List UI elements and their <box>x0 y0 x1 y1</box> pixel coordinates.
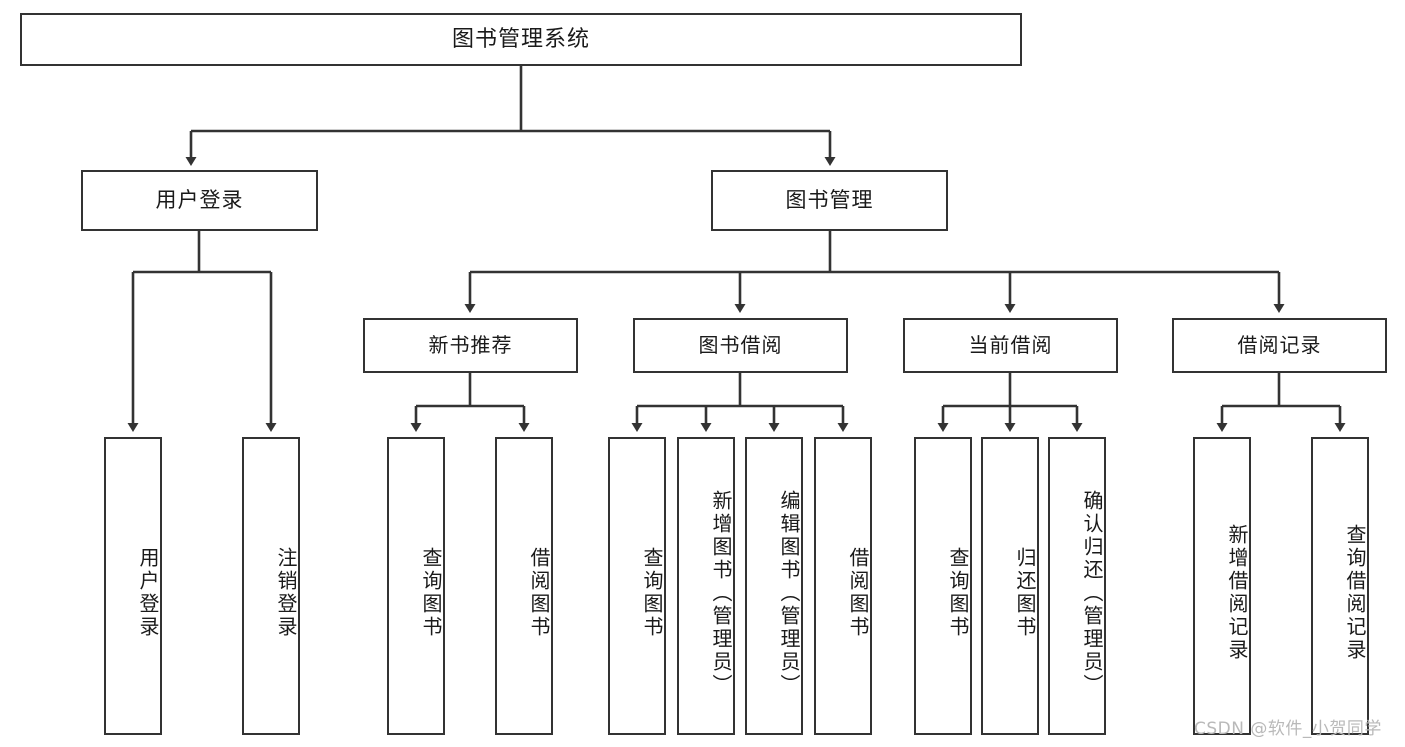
leaf-borrow-query-book[interactable]: 查询图书 <box>608 437 666 735</box>
leaf-recommend-borrow-book[interactable]: 借阅图书 <box>495 437 553 735</box>
leaf-record-query-borrow-record[interactable]: 查询借阅记录 <box>1311 437 1369 735</box>
node-book-borrow[interactable]: 图书借阅 <box>633 318 848 373</box>
leaf-current-return-book[interactable]: 归还图书 <box>981 437 1039 735</box>
leaf-current-query-book[interactable]: 查询图书 <box>914 437 972 735</box>
leaf-recommend-query-book[interactable]: 查询图书 <box>387 437 445 735</box>
leaf-borrow-edit-book-admin[interactable]: 编辑图书（管理员） <box>745 437 803 735</box>
leaf-current-confirm-return-admin[interactable]: 确认归还（管理员） <box>1048 437 1106 735</box>
csdn-watermark: CSDN @软件_小贺同学 <box>1194 719 1382 739</box>
leaf-borrow-borrow-book[interactable]: 借阅图书 <box>814 437 872 735</box>
node-current-borrow[interactable]: 当前借阅 <box>903 318 1118 373</box>
node-book-management[interactable]: 图书管理 <box>711 170 948 231</box>
leaf-record-add-borrow-record[interactable]: 新增借阅记录 <box>1193 437 1251 735</box>
node-borrow-record[interactable]: 借阅记录 <box>1172 318 1387 373</box>
node-root-system[interactable]: 图书管理系统 <box>20 13 1022 66</box>
leaf-user-login-signin[interactable]: 用户登录 <box>104 437 162 735</box>
leaf-borrow-add-book-admin[interactable]: 新增图书（管理员） <box>677 437 735 735</box>
node-new-book-recommend[interactable]: 新书推荐 <box>363 318 578 373</box>
leaf-user-login-signout[interactable]: 注销登录 <box>242 437 300 735</box>
node-user-login[interactable]: 用户登录 <box>81 170 318 231</box>
